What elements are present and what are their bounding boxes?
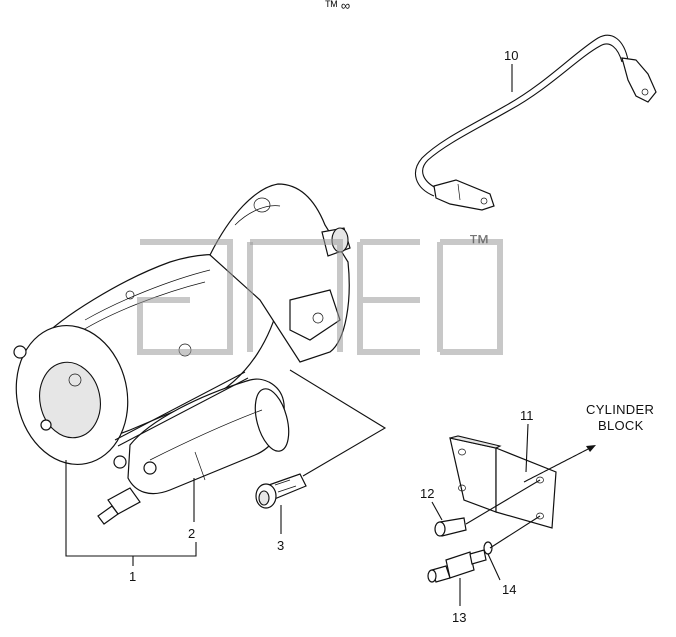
callout-3: 3	[277, 538, 284, 553]
stud-and-washer	[427, 515, 541, 583]
trademark-symbol: ™	[468, 230, 490, 255]
annotation-cylinder: CYLINDER	[586, 402, 654, 417]
header-mark: ᵀᴹ ∞	[325, 0, 350, 13]
starter-motor	[13, 183, 351, 525]
callout-14: 14	[502, 582, 516, 597]
leader-lines	[65, 64, 529, 606]
callout-10: 10	[504, 48, 518, 63]
callout-11: 11	[520, 408, 534, 423]
watermark-logo: ™	[137, 230, 503, 355]
battery-cable	[414, 34, 657, 211]
annotation-block: BLOCK	[598, 418, 644, 433]
lower-terminal-lug	[433, 179, 495, 211]
screw	[434, 479, 541, 537]
callout-12: 12	[420, 486, 434, 501]
cylinder-block-arrow	[523, 445, 596, 483]
mounting-bracket	[449, 435, 557, 529]
callout-13: 13	[452, 610, 466, 625]
callout-1: 1	[129, 569, 136, 584]
callout-2: 2	[188, 526, 195, 541]
mounting-bolt	[255, 369, 387, 509]
upper-terminal-lug	[621, 57, 657, 103]
